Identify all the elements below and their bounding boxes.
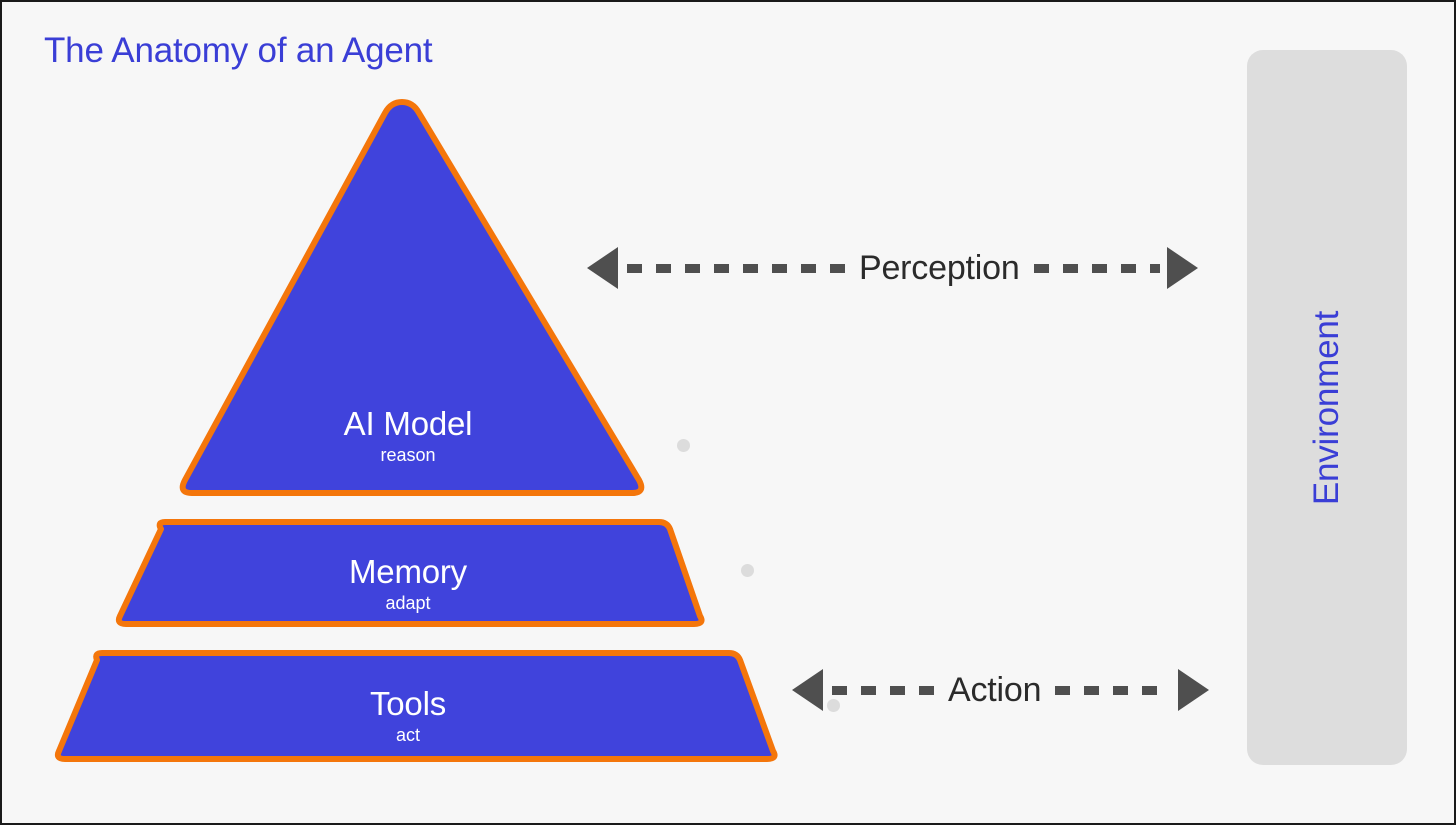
page-title: The Anatomy of an Agent xyxy=(44,31,433,70)
triangle-left-icon xyxy=(792,669,823,711)
flow-perception-label: Perception xyxy=(859,248,1020,287)
decorative-dot xyxy=(677,439,690,452)
environment-label: Environment xyxy=(1307,310,1347,505)
triangle-right-icon xyxy=(1166,247,1198,289)
flow-action: Action xyxy=(792,667,1210,713)
decorative-dot xyxy=(827,699,840,712)
environment-panel[interactable]: Environment xyxy=(1247,50,1407,765)
dashed-line-segment xyxy=(627,263,845,273)
triangle-right-icon xyxy=(1178,669,1210,711)
decorative-dot xyxy=(741,564,754,577)
flow-perception: Perception xyxy=(587,245,1198,291)
triangle-left-icon xyxy=(587,247,618,289)
pyramid-layer-memory[interactable] xyxy=(115,519,705,627)
dashed-line-segment xyxy=(1055,685,1172,695)
pyramid-layer-tools[interactable] xyxy=(54,650,778,762)
dashed-line-segment xyxy=(1033,263,1160,273)
dashed-line-segment xyxy=(832,685,934,695)
flow-action-label: Action xyxy=(948,670,1042,709)
pyramid-layer-ai-model[interactable] xyxy=(179,99,645,496)
